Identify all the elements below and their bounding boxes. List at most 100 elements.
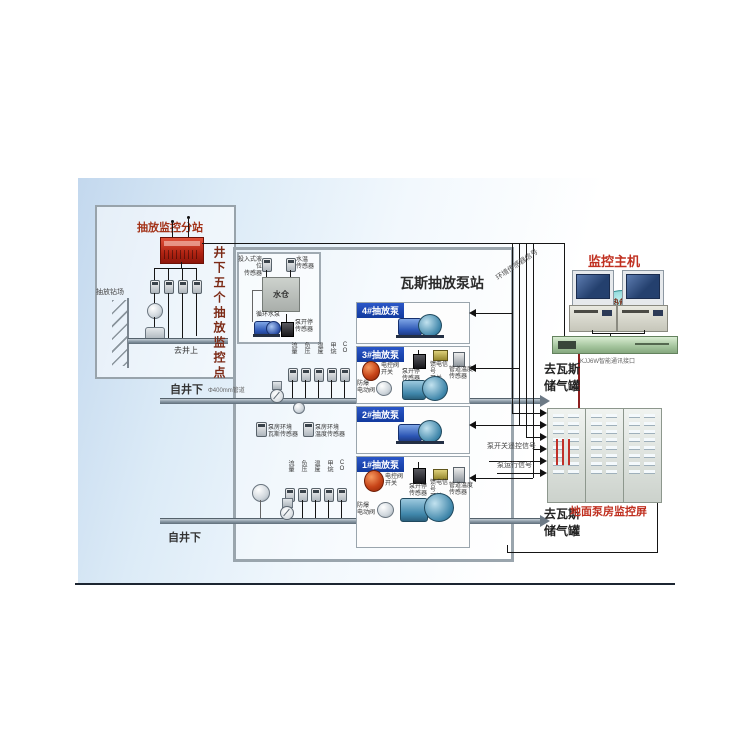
- from-underground-bottom-label: 自井下: [168, 532, 201, 544]
- comm-interface-icon: [552, 336, 678, 354]
- from-underground-top-label: 自井下: [170, 384, 203, 396]
- pump-3-icon: [422, 376, 448, 401]
- pipe-sensor-label: 甲烷: [329, 342, 335, 354]
- arrow-into-cabinet-icon: [540, 445, 547, 453]
- valve-switch-label: 电控阀 开关: [385, 474, 404, 487]
- onoff-sensor-label: 泵开停 传感器: [402, 369, 421, 382]
- feed-switch-icon: [433, 469, 448, 480]
- pump-unit-4-banner: 4#抽放泵: [357, 303, 405, 318]
- pump-2-icon: [418, 420, 442, 443]
- flange-valve-icon: [252, 484, 270, 502]
- onoff-sensor-label: 泵开停 传感器: [295, 320, 314, 333]
- electric-valve-icon: [362, 361, 380, 381]
- pipe-temp-sensor-icon: [453, 467, 465, 483]
- onoff-sensor-icon: [281, 322, 294, 337]
- ex-valve-label: 防爆 电动阀: [357, 381, 376, 394]
- bottom-gas-pipe: [160, 518, 540, 524]
- pipe-note-label: Φ400mm管道: [208, 388, 245, 394]
- arrow-into-cabinet-icon: [540, 409, 547, 417]
- cabinet-panel: [547, 408, 586, 503]
- substation-sensor-icon: [164, 280, 174, 294]
- cabinet-label: 地面泵房监控屏: [570, 506, 647, 518]
- host-computer-icon: [617, 305, 668, 332]
- circ-pump-label: 循环水泵: [256, 312, 281, 318]
- pump-station-title: 瓦斯抽放泵站: [400, 275, 484, 291]
- flange-valve-icon: [293, 402, 305, 414]
- wall-hatch: [112, 300, 127, 366]
- water-temp-sensor-label: 水温 传感器: [296, 257, 315, 270]
- pipe-sensor-label: 负压: [300, 460, 306, 472]
- arrow-into-cabinet-icon: [540, 421, 547, 429]
- ex-valve-label: 防爆 电动阀: [357, 503, 376, 516]
- to-tank-top-line1: 去瓦斯: [544, 362, 581, 376]
- env-gas-sensor-label: 泵房环境 瓦斯传感器: [268, 425, 299, 438]
- pipe-sensor-label: 甲烷: [326, 460, 332, 472]
- to-tank-top-line2: 储气罐: [544, 379, 581, 393]
- env-temp-sensor-icon: [303, 422, 314, 437]
- substation-title: 抽放监控分站: [137, 222, 203, 234]
- pipe-sensor-label: CO: [342, 342, 348, 354]
- top-gas-pipe: [160, 398, 540, 404]
- antenna-tip-icon: [187, 216, 190, 219]
- underground-points-note: 井下五个抽放监控点: [212, 246, 226, 381]
- pump-1-icon: [400, 498, 428, 522]
- ex-valve-icon: [376, 381, 392, 396]
- pipe-sensor-label: CO: [339, 460, 345, 472]
- bottom-pipe-arrow-icon: [540, 515, 550, 527]
- arrow-into-pump2-icon: [469, 421, 476, 429]
- butterfly-valve-icon: [270, 389, 284, 403]
- cabinet-panel: [585, 408, 624, 503]
- pump-4-icon: [418, 314, 442, 337]
- arrow-into-pump4-icon: [469, 309, 476, 317]
- antenna-right: [188, 219, 189, 237]
- substation-sensor-icon: [192, 280, 202, 294]
- onoff-sensor-icon: [413, 468, 426, 484]
- substation-sensor-icon: [150, 280, 160, 294]
- pump-unit-3-banner: 3#抽放泵: [357, 347, 405, 362]
- env-temp-sensor-label: 泵房环境 温度传感器: [315, 425, 346, 438]
- pipe-temp-label: 管道温度 传感器: [449, 483, 474, 496]
- monitor-icon: [572, 270, 614, 306]
- wall-line: [127, 298, 129, 368]
- pipe-sensor-label: 温度: [316, 342, 322, 354]
- run-signal-label: 泵运行信号: [497, 462, 532, 469]
- arrow-into-pump1-icon: [469, 474, 476, 482]
- valve-switch-label: 电控阀 开关: [381, 363, 400, 376]
- level-sensor-icon: [262, 258, 272, 272]
- comm-cabinet-link: [578, 352, 580, 408]
- substation-pipe: [128, 338, 228, 344]
- cabinet-panel: [623, 408, 662, 503]
- pipe-sensor-label: 温度: [313, 460, 319, 472]
- pipe-sensor-label: 流量: [287, 460, 293, 472]
- pipe-temp-sensor-icon: [453, 352, 465, 367]
- to-surface-label: 去井上: [174, 346, 198, 355]
- pump-unit-1-banner: 1#抽放泵: [357, 457, 405, 472]
- antenna-left: [172, 223, 173, 237]
- main-signal-line: [202, 243, 564, 244]
- switch-signal-label: 泵开关遥控信号: [487, 443, 536, 450]
- level-sensor-label: 投入式液位 传感器: [238, 257, 263, 277]
- env-gas-sensor-icon: [256, 422, 267, 437]
- comm-interface-label: KJJ6W智能通讯接口: [580, 359, 636, 365]
- water-temp-sensor-icon: [286, 258, 296, 272]
- host-computer-icon: [569, 305, 617, 332]
- ex-valve-icon: [377, 502, 394, 518]
- pipe-sensor-label: 负压: [303, 342, 309, 354]
- host-title: 监控主机: [588, 254, 641, 269]
- arrow-into-cabinet-icon: [540, 457, 547, 465]
- water-tank: 水仓: [262, 277, 300, 312]
- pipe-temp-label: 管道温度 传感器: [449, 367, 474, 380]
- wall-label: 抽放钻场: [96, 289, 124, 296]
- pump-1-icon: [424, 493, 454, 522]
- electric-valve-icon: [364, 470, 384, 492]
- pipe-sensor-label: 流量: [290, 342, 296, 354]
- onoff-sensor-label: 泵开停 传感器: [409, 484, 428, 497]
- substation-sensor-icon: [178, 280, 188, 294]
- feed-switch-icon: [433, 350, 448, 361]
- bottom-divider: [75, 583, 675, 585]
- arrow-into-pump3-icon: [469, 364, 476, 372]
- monitor-icon: [622, 270, 664, 306]
- substation-device-icon: [160, 237, 204, 264]
- butterfly-valve-icon: [280, 506, 294, 520]
